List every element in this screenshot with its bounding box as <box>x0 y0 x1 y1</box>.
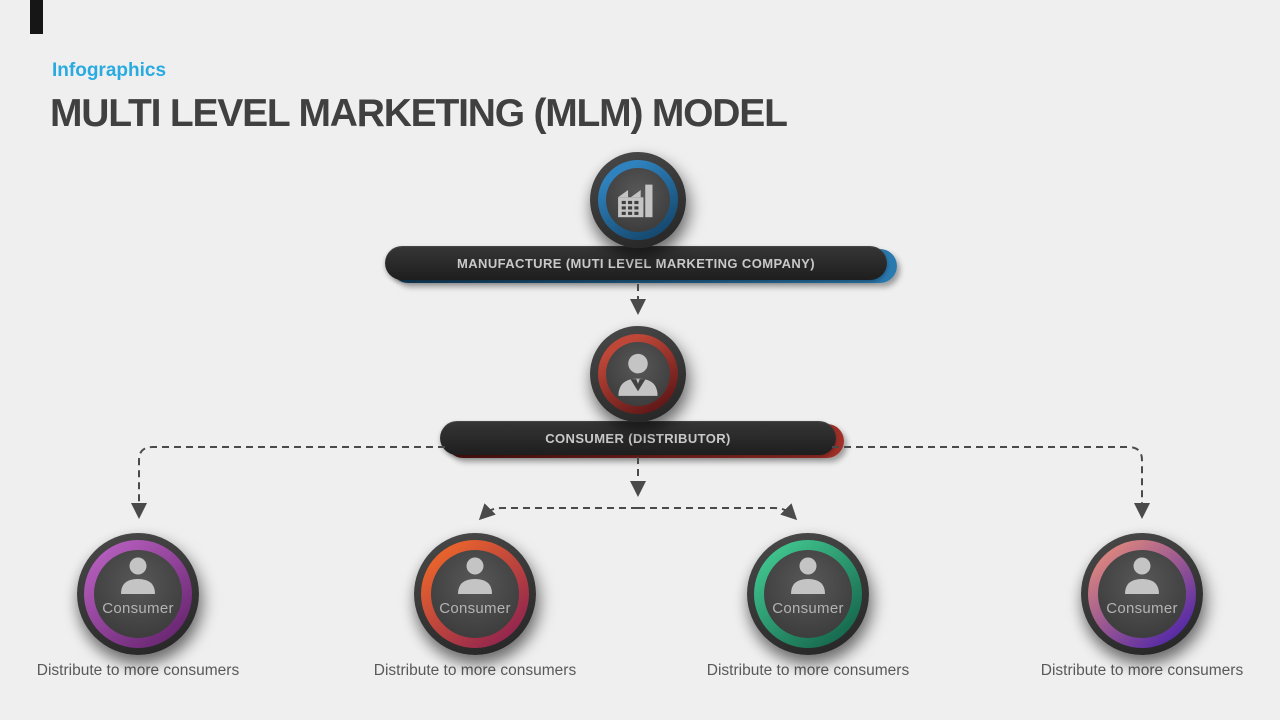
arrow-to-consumer-2 <box>478 503 638 521</box>
distributor-bar-label: CONSUMER (DISTRIBUTOR) <box>545 430 731 446</box>
consumer-node-4: Consumer <box>1081 533 1203 655</box>
consumer-inner-1: Consumer <box>94 550 182 638</box>
arrow-to-consumer-3 <box>638 503 798 521</box>
page-title: MULTI LEVEL MARKETING (MLM) MODEL <box>50 92 788 135</box>
manufacturer-inner <box>606 168 670 232</box>
consumer-node-1: Consumer <box>77 533 199 655</box>
consumer-caption-2: Distribute to more consumers <box>373 662 577 679</box>
consumer-node-3: Consumer <box>747 533 869 655</box>
distributor-node <box>590 326 686 422</box>
distributor-bar: CONSUMER (DISTRIBUTOR) <box>440 421 836 455</box>
consumer-label: Consumer <box>772 600 844 617</box>
person-icon <box>455 555 495 599</box>
manufacturer-bar-label: MANUFACTURE (MUTI LEVEL MARKETING COMPAN… <box>457 255 815 271</box>
consumer-inner-2: Consumer <box>431 550 519 638</box>
manufacturer-node <box>590 152 686 248</box>
person-icon <box>788 555 828 599</box>
consumer-node-2: Consumer <box>414 533 536 655</box>
arrow-to-consumer-4 <box>832 446 1150 519</box>
consumer-caption-4: Distribute to more consumers <box>1040 662 1244 679</box>
person-icon <box>1122 555 1162 599</box>
arrow-to-consumer-1 <box>131 446 445 519</box>
person-icon <box>618 353 658 396</box>
consumer-label: Consumer <box>439 600 511 617</box>
consumer-inner-4: Consumer <box>1098 550 1186 638</box>
distributor-inner <box>606 342 670 406</box>
consumer-caption-3: Distribute to more consumers <box>706 662 910 679</box>
eyebrow-label: Infographics <box>52 60 167 81</box>
consumer-inner-3: Consumer <box>764 550 852 638</box>
consumer-caption-1: Distribute to more consumers <box>36 662 240 679</box>
consumer-label: Consumer <box>102 600 174 617</box>
factory-icon <box>618 184 653 218</box>
person-icon <box>118 555 158 599</box>
corner-ribbon <box>30 0 43 34</box>
consumer-label: Consumer <box>1106 600 1178 617</box>
manufacturer-bar: MANUFACTURE (MUTI LEVEL MARKETING COMPAN… <box>385 246 887 280</box>
